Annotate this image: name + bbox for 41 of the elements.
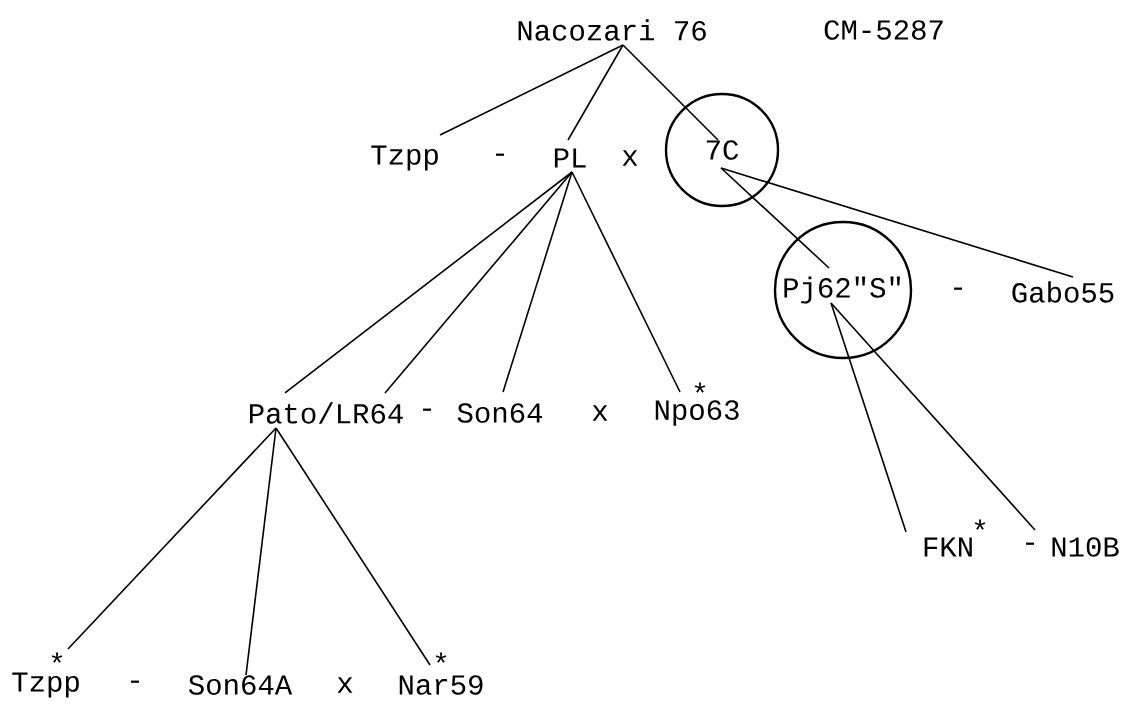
pedigree-line [622, 44, 719, 141]
cross-sign: - [1026, 542, 1034, 545]
variety-name: Nar59 [399, 675, 483, 695]
pedigree-line [502, 171, 573, 393]
variety-name: Son64A [188, 675, 293, 695]
variety-name: Tzpp [371, 145, 438, 171]
pedigree-line [384, 171, 573, 394]
circled-variety: 7C [664, 92, 780, 208]
variety-name: Gabo55 [1012, 281, 1114, 303]
variety-name: Son64 [457, 403, 543, 423]
cross-sign: x [622, 150, 638, 166]
cross-sign: - [496, 153, 504, 156]
variety-name: N10B [1052, 537, 1119, 557]
variety-name: Tzpp [12, 672, 79, 698]
variety-name: Npo63 [655, 400, 739, 426]
pedigree-line [720, 167, 830, 269]
pedigree-line [284, 171, 573, 394]
pedigree-line [720, 167, 1074, 278]
asterisk-mark: * [974, 519, 986, 530]
cross-sign: x [337, 677, 353, 693]
variety-name: FKN [924, 537, 972, 557]
cross-sign: x [592, 405, 608, 421]
pedigree-line [245, 427, 277, 676]
asterisk-mark: * [435, 652, 447, 663]
pedigree-line [571, 171, 681, 393]
cross-sign: - [423, 408, 431, 411]
pedigree-line [830, 302, 1036, 531]
code-label: CM-5287 [824, 20, 943, 40]
asterisk-mark: * [51, 652, 63, 663]
cross-sign: - [954, 287, 962, 290]
pedigree-line [439, 44, 624, 136]
pedigree-line [275, 427, 431, 666]
asterisk-mark: * [694, 382, 706, 393]
variety-name: Nacozari 76 [518, 19, 706, 41]
cross-sign: - [131, 680, 139, 683]
pedigree-line [567, 44, 624, 141]
pedigree-line [67, 427, 277, 650]
circled-variety: Pj62"S" [773, 220, 913, 360]
variety-name: PL [554, 148, 586, 168]
variety-name: Pato/LR64 [250, 402, 403, 424]
pedigree-line [830, 302, 907, 533]
